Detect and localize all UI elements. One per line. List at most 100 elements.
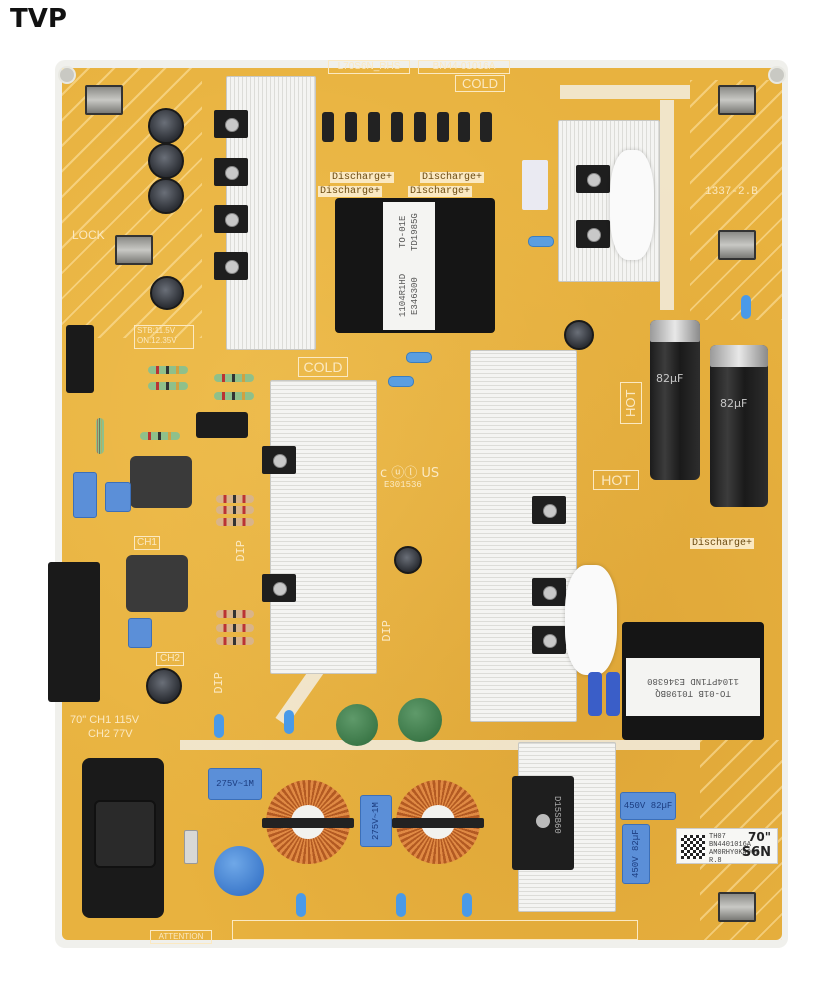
power-transistor [576,165,610,193]
ul-mark: c ⓤⓛ US [380,466,440,481]
electrolytic-capacitor [148,108,184,144]
hot-zone-label: HOT [593,470,639,490]
film-capacitor: 450V 82µF [622,824,650,884]
resistor [214,374,254,382]
rectifier-diode [480,98,492,156]
resistor [148,366,188,374]
resistor [216,506,254,514]
rectifier-diode [368,98,380,156]
discharge-label: Discharge+ [408,186,473,197]
channel-2-label: CH2 [156,652,184,666]
film-capacitor [73,472,97,518]
electrolytic-capacitor [394,546,422,574]
resistor [96,418,104,454]
y-capacitor [462,893,472,917]
heatsink [270,380,377,674]
standby-line-1: STB:11.5V [137,326,176,335]
ground-lug [718,892,756,922]
thermistor [214,846,264,896]
power-transistor [576,220,610,248]
inductor [130,456,192,508]
rectifier-diode [437,98,449,156]
power-transistor [214,252,248,280]
qr-code [681,835,705,859]
y-capacitor [296,893,306,917]
resistor [588,672,602,716]
power-transistor [214,110,248,138]
discharge-label: Discharge+ [318,186,383,197]
ground-lug [85,85,123,115]
resistor [216,610,254,618]
bulk-capacitor: 82µF [650,320,700,480]
aux-transformer-code-1: 1104PT1ND E346380 [647,676,739,686]
bridge-rectifier: D15SB60 [512,776,574,870]
output-voltage-ch2: CH2 77V [88,728,133,740]
power-transistor [214,205,248,233]
power-transistor [214,158,248,186]
part-number-label: BN44-01016A [418,60,510,74]
output-connector-main [48,562,100,702]
ul-us: US [421,466,440,481]
qr-label-line-2: BN4401016A [709,841,752,849]
bridge-code: D15SB60 [552,796,562,834]
electrolytic-capacitor [150,276,184,310]
screen-size: 70" [748,830,771,844]
discharge-label: Discharge+ [690,538,755,549]
capacitor-rating: 82µF [720,397,748,410]
rectifier-diode [391,98,403,156]
ceramic-capacitor [406,352,432,363]
x-capacitor: 275V~1M [208,768,262,800]
channel-1-label: CH1 [134,536,160,550]
rectifier-diode [458,98,470,156]
output-voltage-ch1: 70" CH1 115V [70,714,140,726]
power-transistor [532,578,566,606]
qr-label-line-3: AM0RHY0K4000 [709,849,760,857]
resistor [216,518,254,526]
varistor [398,698,442,742]
ceramic-resistor [522,160,548,210]
common-mode-choke [392,780,484,864]
power-transistor [532,626,566,654]
qr-label-line-1: TH07 [709,833,726,841]
ul-c: c [380,466,388,481]
film-capacitor [196,412,248,438]
resistor [214,392,254,400]
resistor [216,624,254,632]
film-capacitor: 450V 82µF [620,792,676,820]
resistor [216,637,254,645]
fuse [184,830,198,864]
rectifier-diode [322,98,334,156]
watermark-brand: TVP [10,4,67,34]
discharge-label: Discharge+ [330,172,395,183]
main-transformer: 1104R1HD E346300 TO-01E TD1985G [335,198,495,333]
glue-blob [610,150,654,260]
power-transistor [532,496,566,524]
isolation-gap [560,85,690,99]
ul-file-number: E301536 [384,480,422,490]
series-code: S6N [741,845,771,860]
hot-zone-label: HOT [620,382,642,424]
output-connector-small [66,325,94,393]
dip-direction-label: DIP [212,672,226,694]
dip-direction-label: DIP [234,540,248,562]
cold-zone-label: COLD [298,357,348,377]
attention-label: ATTENTION [150,930,212,944]
board-revision: 1337-2.B [705,186,758,198]
power-transistor [262,446,296,474]
y-capacitor [741,295,751,319]
isolation-hatch [690,80,782,320]
common-mode-choke [262,780,354,864]
standby-voltage-label: STB:11.5V ON:12.35V [134,325,194,349]
standby-transformer: TO-01B T0198BQ 1104PT1ND E346380 [622,622,764,740]
y-capacitor [396,893,406,917]
rectifier-diode [345,98,357,156]
aux-transformer-code-2: TO-01B T0198BQ [655,688,731,698]
discharge-label: Discharge+ [420,172,485,183]
film-capacitor [105,482,131,512]
inductor [126,555,188,612]
varistor [336,704,378,746]
ac-power-inlet [82,758,164,918]
model-code-label: L70S6N_RHS [328,60,410,74]
x-capacitor: 275V~1M [360,795,392,847]
lock-label: LOCK [72,228,105,242]
